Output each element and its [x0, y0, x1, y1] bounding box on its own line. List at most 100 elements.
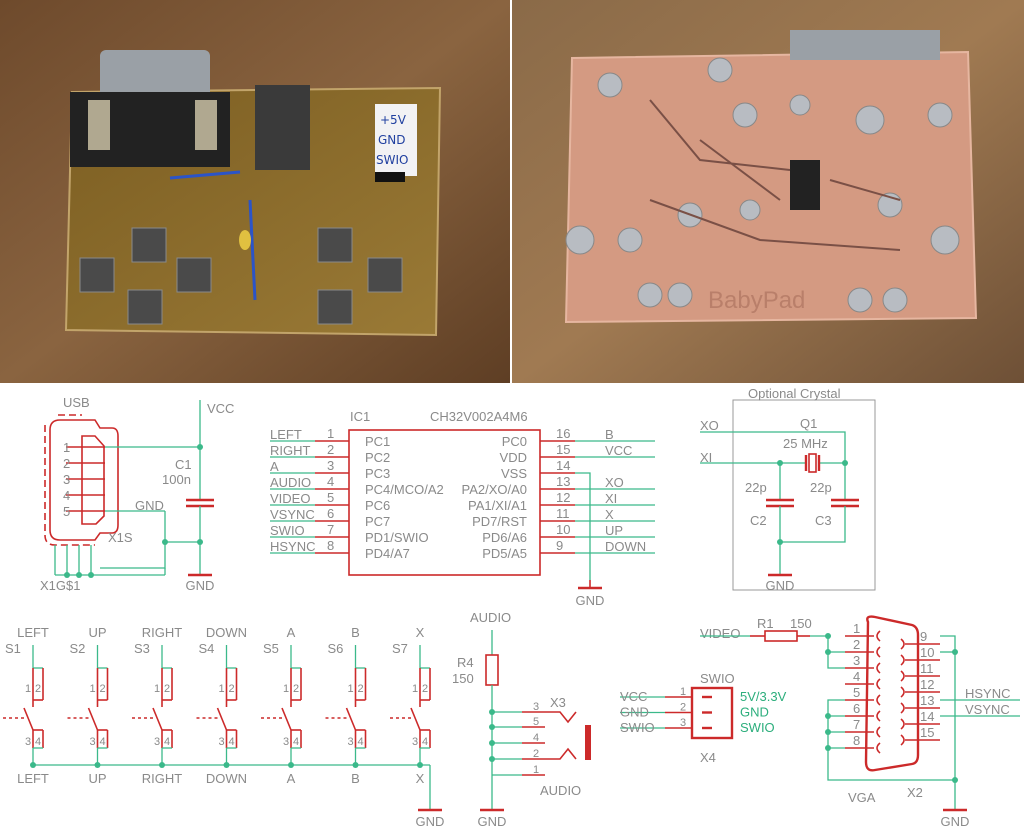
switch-net-top: DOWN: [206, 625, 247, 640]
vga-pin-contact: [900, 654, 905, 666]
switch-pin-number: 3: [219, 736, 225, 748]
vga-pin-contact: [876, 662, 881, 674]
switch-net-top: X: [416, 625, 425, 640]
switch-ref: S2: [70, 641, 86, 656]
vga-pin-number: 8: [853, 733, 860, 748]
junction-dot: [825, 729, 831, 735]
junction-dot: [952, 649, 958, 655]
switch-pin-number: 1: [412, 683, 418, 695]
ic-pin-number: 6: [327, 506, 334, 521]
vga-pin-contact: [876, 710, 881, 722]
net-label-hsync: HSYNC: [270, 539, 316, 554]
junction-dot: [825, 649, 831, 655]
switch-blade: [281, 707, 292, 731]
switch-pin-number: 2: [358, 683, 364, 695]
note-gnd: GND: [378, 133, 406, 147]
net-label-b: B: [605, 427, 614, 442]
switch-pin-number: 4: [164, 736, 170, 748]
swio-pin-description: SWIO: [740, 720, 775, 735]
optional-crystal-box: [732, 399, 876, 591]
ic-pin-number: 3: [327, 458, 334, 473]
optional-crystal-title: Optional Crystal: [748, 386, 841, 401]
vga-pin-contact: [900, 638, 905, 650]
vga-pin-number: 13: [920, 693, 934, 708]
net-label-vsync: VSYNC: [965, 702, 1010, 717]
usb-pin-number: 4: [63, 488, 70, 503]
ic-pin-number: 11: [556, 506, 570, 521]
c3-ref: C3: [815, 513, 832, 528]
vga-pin-number: 1: [853, 621, 860, 636]
vga-pin-contact: [900, 670, 905, 682]
vga-pin-number: 14: [920, 709, 934, 724]
junction-dot: [76, 572, 82, 578]
switch-pin-number: 4: [35, 736, 41, 748]
vga-pin-contact: [876, 726, 881, 738]
vga-pin-number: 10: [920, 645, 934, 660]
vga-pin-number: 11: [920, 661, 934, 676]
junction-dot: [489, 756, 495, 762]
net-label-a: A: [270, 459, 279, 474]
ic-pin-name: PD6/A6: [482, 530, 527, 545]
usb-pin-number: 2: [63, 456, 70, 471]
vga-pin-number: 2: [853, 637, 860, 652]
usb-gnd-label: GND: [135, 498, 164, 513]
gnd-label: GND: [186, 578, 215, 593]
swio-pin-description: GND: [740, 705, 769, 720]
switch-pin-number: 4: [229, 736, 235, 748]
junction-dot: [952, 777, 958, 783]
ic-part-number: CH32V002A4M6: [430, 409, 528, 424]
ic-ref: IC1: [350, 409, 370, 424]
junction-dot: [825, 713, 831, 719]
switch-pin-number: 4: [358, 736, 364, 748]
ic-pin-number: 16: [556, 426, 570, 441]
junction-dot: [489, 740, 495, 746]
ic-pin-name: PC3: [365, 466, 390, 481]
vga-pin-number: 9: [920, 629, 927, 644]
ic-pin-number: 13: [556, 474, 570, 489]
net-label-right: RIGHT: [270, 443, 311, 458]
switch-net-bottom: UP: [88, 771, 106, 786]
vga-pin-number: 4: [853, 669, 860, 684]
switch-blade: [23, 707, 34, 731]
r1-ref: R1: [757, 616, 774, 631]
junction-dot: [777, 539, 783, 545]
switch-net-bottom: RIGHT: [142, 771, 183, 786]
ic-pin-name: VDD: [500, 450, 527, 465]
solder-pads: [565, 57, 960, 313]
ic-pin-number: 15: [556, 442, 570, 457]
ic-pin-name: PC4/MCO/A2: [365, 482, 444, 497]
switch-pin-number: 3: [283, 736, 289, 748]
c3-value: 22p: [810, 480, 832, 495]
ic-body: [348, 429, 541, 576]
ic-pin-name: PC0: [502, 434, 527, 449]
photo-pcb-back: BabyPad: [512, 0, 1024, 383]
ic-pin-number: 7: [327, 522, 334, 537]
switch-blade: [87, 707, 99, 731]
wire-vga-gnd: [827, 699, 955, 781]
usb-pin-number: 5: [63, 504, 70, 519]
vga-pin-contact: [900, 686, 905, 698]
switch-pin-number: 4: [293, 736, 299, 748]
switch-pin-number: 3: [412, 736, 418, 748]
switch-pin-number: 2: [229, 683, 235, 695]
ic-pin-number: 14: [556, 458, 570, 473]
vga-label: VGA: [848, 790, 876, 805]
ic-pin-number: 8: [327, 538, 334, 553]
switch-net-bottom: LEFT: [17, 771, 49, 786]
net-label-hsync: HSYNC: [965, 686, 1011, 701]
swio-pin-description: 5V/3.3V: [740, 689, 787, 704]
ic-pin-name: PD5/A5: [482, 546, 527, 561]
switch-ref: S1: [5, 641, 21, 656]
swio-pin-number: 2: [680, 702, 686, 714]
c1-ref: C1: [175, 457, 192, 472]
net-label-audio: AUDIO: [270, 475, 311, 490]
switch-net-bottom: DOWN: [206, 771, 247, 786]
gnd-label: GND: [416, 814, 445, 829]
vga-pin-contact: [876, 646, 881, 658]
junction-dot: [489, 709, 495, 715]
swio-net-label: SWIO: [620, 720, 655, 735]
ic-pin-number: 10: [556, 522, 570, 537]
vga-pin-contact: [876, 742, 881, 754]
